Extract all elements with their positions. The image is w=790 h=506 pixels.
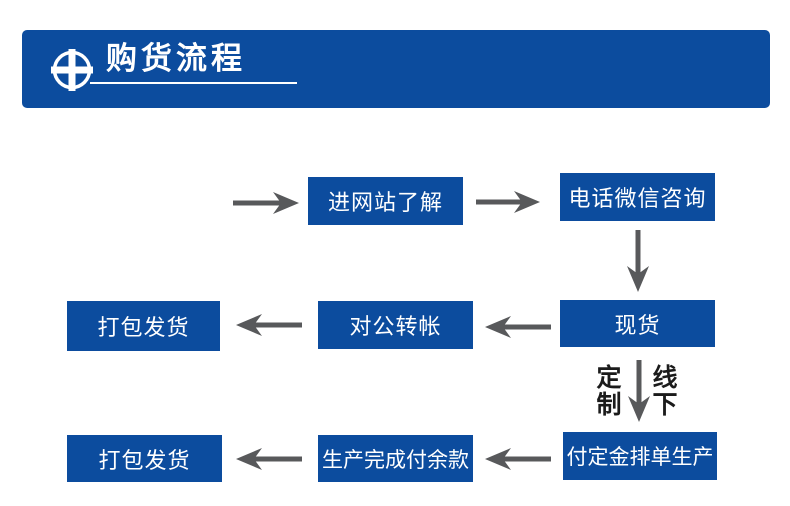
- arrow-left-icon: [236, 314, 302, 336]
- arrow-right-icon: [476, 191, 540, 213]
- flow-node-visit-site: 进网站了解: [308, 177, 463, 225]
- flow-node-ship-2: 打包发货: [67, 435, 222, 482]
- flow-node-pay-deposit: 付定金排单生产: [563, 432, 717, 480]
- flow-node-ship-1: 打包发货: [67, 301, 220, 351]
- arrow-right-icon: [233, 192, 299, 214]
- flow-node-in-stock: 现货: [560, 300, 715, 347]
- page-title: 购货流程: [106, 41, 246, 76]
- flow-node-phone-wechat: 电话微信咨询: [560, 173, 715, 221]
- arrow-left-icon: [485, 448, 551, 470]
- branch-label-offline: 线下: [652, 363, 678, 419]
- branch-label-custom: 定制: [596, 363, 622, 419]
- flow-node-pay-balance: 生产完成付余款: [318, 435, 473, 482]
- title-underline: [90, 82, 297, 84]
- arrow-left-icon: [236, 448, 302, 470]
- arrow-left-icon: [485, 316, 551, 338]
- header-banner: 购货流程: [22, 30, 770, 108]
- flow-node-transfer: 对公转帐: [318, 301, 473, 349]
- plus-circle-icon: [51, 49, 93, 91]
- arrow-down-icon: [627, 230, 649, 292]
- arrow-down-icon: [628, 360, 650, 422]
